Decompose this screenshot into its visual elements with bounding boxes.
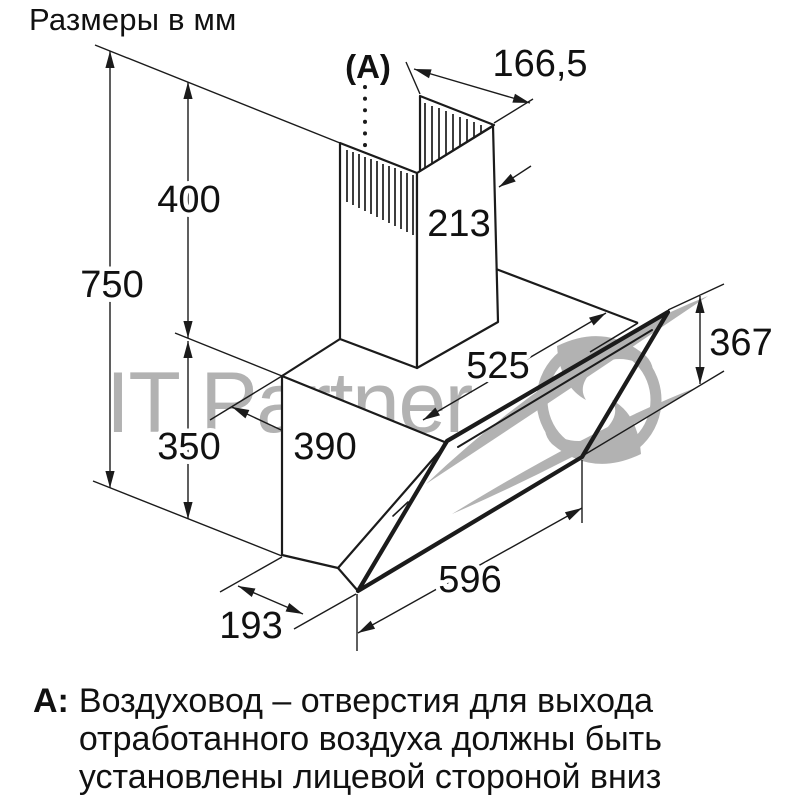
dim-duct-side: 213	[427, 203, 490, 245]
footnote-line: Воздуховод – отверстия для выхода	[78, 682, 654, 720]
hood-front-top-edge	[589, 322, 639, 353]
dim-chimney-top-width: 166,5	[492, 43, 587, 85]
dim-top-width: 525	[466, 345, 529, 387]
chimney-duct	[338, 94, 500, 370]
dimension-lines	[105, 51, 705, 634]
dim-body-height: 350	[157, 426, 220, 468]
dim-glass-width: 596	[438, 559, 501, 601]
hood-top-right-edge	[495, 267, 639, 325]
hood-top-back-edge	[281, 338, 341, 377]
glass-edge-inner	[457, 329, 653, 448]
dim-top-depth: 390	[293, 426, 356, 468]
hood-bottom-edge	[337, 567, 359, 592]
footnote: A: Воздуховод – отверстия для выхода отр…	[33, 682, 783, 796]
dimension-labels: 750 400 350 166,5 213 525 367 390 596 19…	[76, 39, 777, 652]
footnote-line: установлены лицевой стороной вниз	[78, 758, 662, 796]
footnote-line: отработанного воздуха должны быть	[78, 720, 662, 758]
dim-bottom-depth: 193	[219, 605, 282, 647]
duct-front-left-face	[338, 141, 419, 370]
footnote-text: Воздуховод – отверстия для выхода отрабо…	[79, 682, 662, 796]
page-title: Размеры в мм	[29, 2, 237, 37]
glass-seam-tick	[392, 501, 409, 517]
dim-chimney-height: 400	[157, 179, 220, 221]
vent-slats-left	[346, 150, 414, 235]
dim-front-glass-height: 367	[709, 322, 772, 364]
vent-slats-upper	[424, 103, 482, 168]
footnote-marker: A:	[33, 682, 69, 720]
dim-total-height: 750	[80, 264, 143, 306]
glass-panel	[355, 309, 671, 594]
hood-body	[280, 267, 639, 592]
glass-face	[355, 309, 671, 594]
duct-a-label: (A)	[345, 48, 391, 85]
